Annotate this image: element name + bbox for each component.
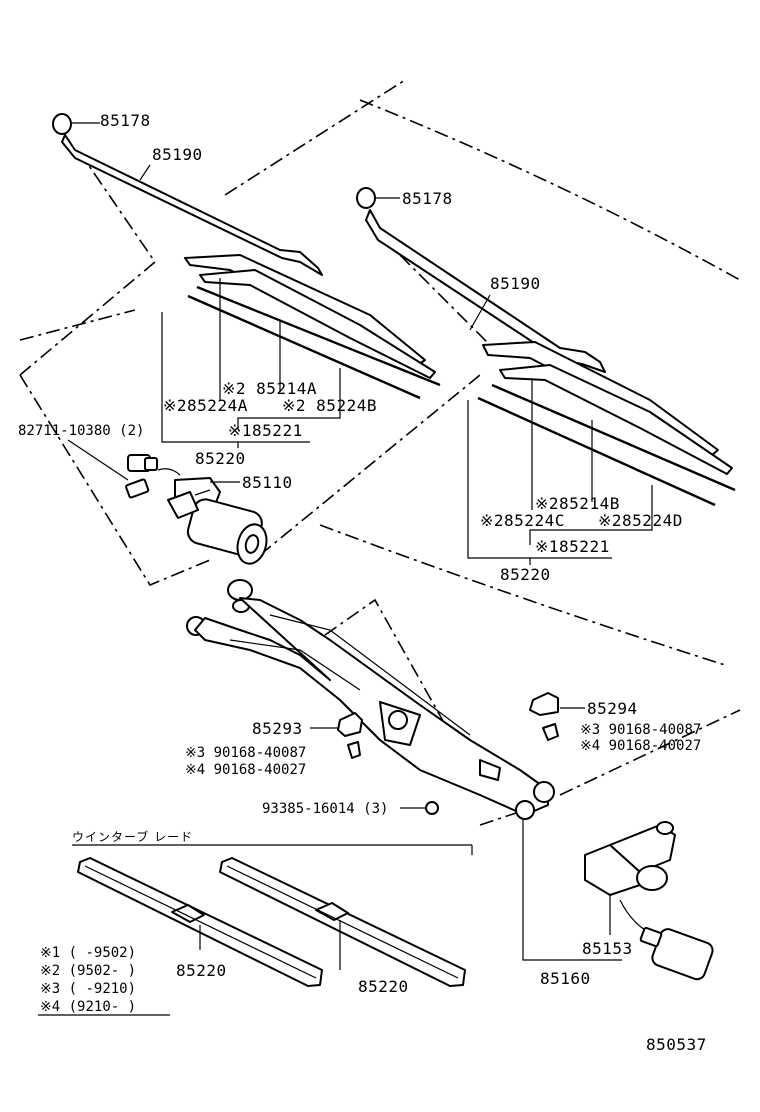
callout-85294: 85294 <box>587 699 638 718</box>
callout-85190-right: 85190 <box>490 274 541 293</box>
frame-top-left <box>19 159 157 376</box>
callout-85224A: ※285224A <box>163 396 248 415</box>
leader-85190-left <box>139 164 151 181</box>
callout-85153: 85153 <box>582 939 633 958</box>
bracket-85220-left <box>161 312 310 443</box>
callout-85178-left: 85178 <box>100 111 151 130</box>
note-mark: ※4 <box>40 999 61 1015</box>
callout-85221-left: ※185221 <box>228 421 303 440</box>
callout-85220-bottom1: 85220 <box>176 961 227 980</box>
callout-85110: 85110 <box>242 473 293 492</box>
wiper-blade-right <box>477 341 736 507</box>
winter-blade-2 <box>219 857 466 987</box>
callout-85224C: ※285224C <box>480 511 565 530</box>
wiper-arm-left <box>52 113 323 276</box>
note-range: ( -9502) <box>68 945 137 961</box>
note-range: (9502- ) <box>68 963 137 979</box>
leader-85224B-b <box>237 368 341 430</box>
windshield-edge-upper <box>359 99 741 281</box>
callout-82711: 82711-10380 (2) <box>18 423 145 439</box>
note-row: ※3 ( -9210) <box>40 980 136 998</box>
note-row: ※2 (9502- ) <box>40 962 136 980</box>
winter-blade-title: ウインターブ レード <box>72 830 194 844</box>
callout-85220-right: 85220 <box>500 565 551 584</box>
wiper-motor-85153 <box>584 821 714 981</box>
cowl-edge <box>319 524 726 666</box>
callout-85220-bottom2: 85220 <box>358 977 409 996</box>
leader-85224D-b <box>529 485 653 545</box>
callout-85190-left: 85190 <box>152 145 203 164</box>
applicability-notes: ※1 ( -9502) ※2 (9502- ) ※3 ( -9210) ※4 (… <box>40 944 136 1016</box>
note-mark: ※2 <box>40 963 61 979</box>
callout-90168-40027-left: ※4 90168-40027 <box>185 762 307 778</box>
drawing-number: 850537 <box>646 1035 707 1054</box>
callout-85178-right: 85178 <box>402 189 453 208</box>
callout-85220-left: 85220 <box>195 449 246 468</box>
wiper-arm-right <box>356 187 606 373</box>
note-mark: ※3 <box>40 981 61 997</box>
leader-85190-right <box>469 294 491 331</box>
connector-82711 <box>67 439 158 499</box>
bracket-85220-right <box>467 400 612 559</box>
callout-85214A: ※2 85214A <box>222 379 317 398</box>
callout-85160: 85160 <box>540 969 591 988</box>
callout-85221-right: ※185221 <box>535 537 610 556</box>
callout-93385: 93385-16014 (3) <box>262 801 389 817</box>
bracket-85160 <box>522 820 622 961</box>
hood-edge <box>19 309 136 341</box>
note-range: ( -9210) <box>68 981 137 997</box>
wiper-linkage-85160 <box>186 579 555 820</box>
frame-linkage <box>324 598 466 761</box>
callout-85293: 85293 <box>252 719 303 738</box>
callout-90168-40087-left: ※3 90168-40087 <box>185 745 307 761</box>
callout-90168-40087-right: ※3 90168-40087 <box>580 722 702 738</box>
callout-85224B: ※2 85224B <box>282 396 377 415</box>
windshield-edge-corner <box>224 79 406 196</box>
frame-right-arm <box>399 254 491 346</box>
callout-90168-40027-right: ※4 90168-40027 <box>580 738 702 754</box>
frame-left <box>19 374 211 587</box>
bushing-85293 <box>310 712 439 815</box>
note-range: (9210- ) <box>68 999 137 1015</box>
frame-motor-link <box>559 709 741 796</box>
callout-85224D: ※285224D <box>598 511 683 530</box>
wiper-blade-left <box>184 254 441 400</box>
frame-mid <box>259 374 481 556</box>
bushing-85294 <box>529 692 585 741</box>
callout-85214B: ※285214B <box>535 494 620 513</box>
note-row: ※1 ( -9502) <box>40 944 136 962</box>
note-mark: ※1 <box>40 945 61 961</box>
winter-blade-1 <box>77 857 323 987</box>
wiper-motor-85110 <box>157 468 268 565</box>
note-row: ※4 (9210- ) <box>40 998 136 1016</box>
